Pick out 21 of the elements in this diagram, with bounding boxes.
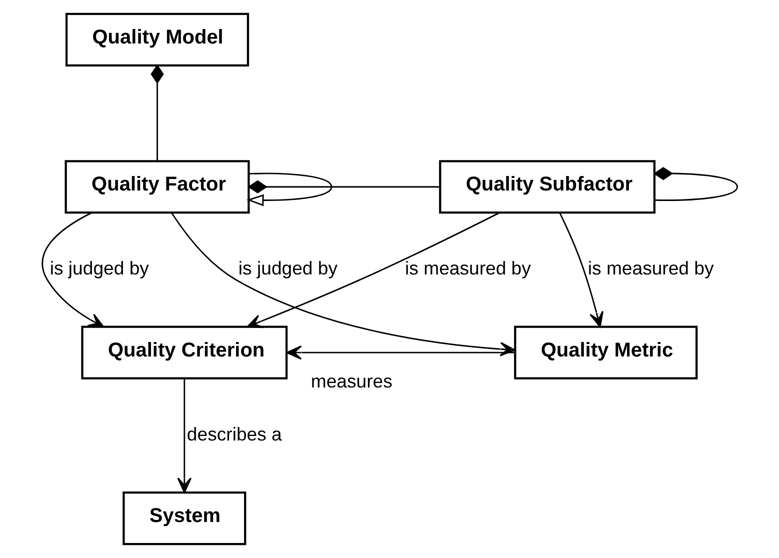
arrow	[246, 212, 500, 328]
node-box: Quality Model	[65, 12, 250, 66]
edge-label: describes a	[186, 423, 282, 444]
edge-label: is measured by	[588, 258, 714, 279]
edge-label: is judged by	[50, 258, 149, 279]
node-box: Quality Metric	[514, 326, 698, 380]
node-box: Quality Factor	[64, 160, 250, 214]
arrow	[246, 172, 332, 206]
edge-label: is measured by	[405, 258, 531, 279]
edge-label: measures	[310, 370, 392, 392]
arrow	[559, 212, 604, 328]
node-box: Quality Subfactor	[439, 160, 656, 214]
node-box: System	[122, 492, 246, 546]
node-box: Quality Criterion	[81, 326, 288, 380]
edge-label: is judged by	[238, 258, 338, 279]
connector	[248, 180, 440, 194]
arrow	[42, 212, 104, 328]
connector	[653, 166, 738, 201]
arrow	[177, 378, 192, 494]
connector	[150, 64, 164, 161]
arrow	[286, 345, 515, 360]
